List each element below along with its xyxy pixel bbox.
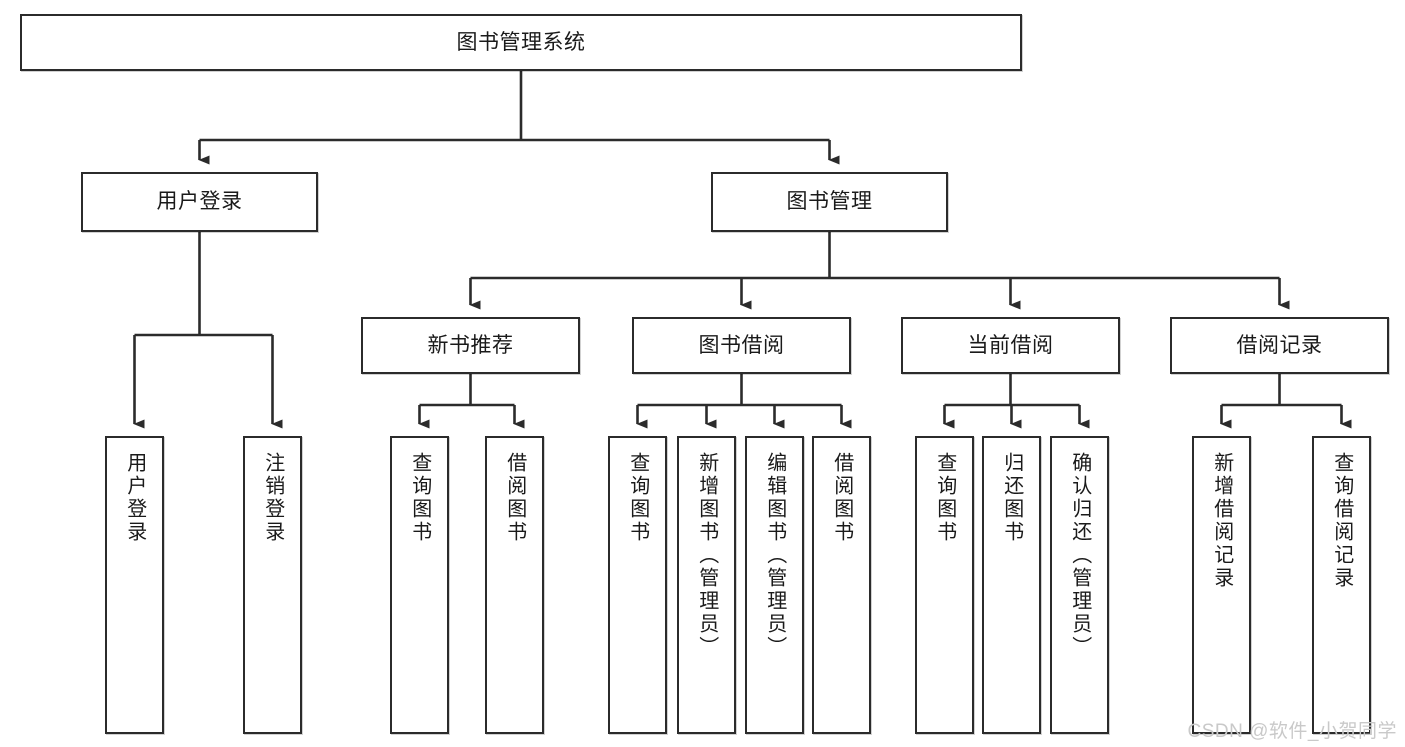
leaf-logout-label: 注销登录: [261, 452, 284, 544]
leaf-add-borrow-record[interactable]: 新增借阅记录: [1192, 436, 1251, 734]
leaf-query-book-current-label: 查询图书: [933, 452, 956, 544]
leaf-confirm-return-admin[interactable]: 确认归还（管理员）: [1050, 436, 1109, 734]
leaf-query-borrow-record-label: 查询借阅记录: [1330, 452, 1353, 590]
node-root[interactable]: 图书管理系统: [20, 14, 1022, 71]
leaf-query-book-recommend-label: 查询图书: [408, 452, 431, 544]
node-user-login-label: 用户登录: [156, 190, 243, 214]
leaf-borrow-book[interactable]: 借阅图书: [812, 436, 871, 734]
leaf-borrow-book-recommend[interactable]: 借阅图书: [485, 436, 544, 734]
node-user-login[interactable]: 用户登录: [81, 172, 318, 232]
leaf-user-login-label: 用户登录: [123, 452, 146, 544]
leaf-return-book[interactable]: 归还图书: [982, 436, 1041, 734]
leaf-query-borrow-record[interactable]: 查询借阅记录: [1312, 436, 1371, 734]
node-current-borrow[interactable]: 当前借阅: [901, 317, 1120, 374]
leaf-query-book-label: 查询图书: [626, 452, 649, 544]
node-borrow-record[interactable]: 借阅记录: [1170, 317, 1389, 374]
leaf-query-book-recommend[interactable]: 查询图书: [390, 436, 449, 734]
leaf-return-book-label: 归还图书: [1000, 452, 1023, 544]
leaf-add-borrow-record-label: 新增借阅记录: [1210, 452, 1233, 590]
node-new-book-recommend-label: 新书推荐: [427, 333, 514, 357]
leaf-user-login[interactable]: 用户登录: [105, 436, 164, 734]
node-book-management-label: 图书管理: [786, 190, 873, 214]
leaf-edit-book-admin[interactable]: 编辑图书（管理员）: [745, 436, 804, 734]
node-current-borrow-label: 当前借阅: [967, 333, 1054, 357]
leaf-borrow-book-recommend-label: 借阅图书: [503, 452, 526, 544]
node-borrow-record-label: 借阅记录: [1236, 333, 1323, 357]
leaf-query-book[interactable]: 查询图书: [608, 436, 667, 734]
node-root-label: 图书管理系统: [456, 30, 586, 54]
node-book-management[interactable]: 图书管理: [711, 172, 948, 232]
leaf-add-book-admin[interactable]: 新增图书（管理员）: [677, 436, 736, 734]
leaf-add-book-admin-label: 新增图书（管理员）: [695, 452, 718, 659]
node-book-borrow-label: 图书借阅: [698, 333, 785, 357]
node-new-book-recommend[interactable]: 新书推荐: [361, 317, 580, 374]
leaf-edit-book-admin-label: 编辑图书（管理员）: [763, 452, 786, 659]
node-book-borrow[interactable]: 图书借阅: [632, 317, 851, 374]
leaf-query-book-current[interactable]: 查询图书: [915, 436, 974, 734]
leaf-logout[interactable]: 注销登录: [243, 436, 302, 734]
leaf-confirm-return-admin-label: 确认归还（管理员）: [1068, 452, 1091, 659]
leaf-borrow-book-label: 借阅图书: [830, 452, 853, 544]
